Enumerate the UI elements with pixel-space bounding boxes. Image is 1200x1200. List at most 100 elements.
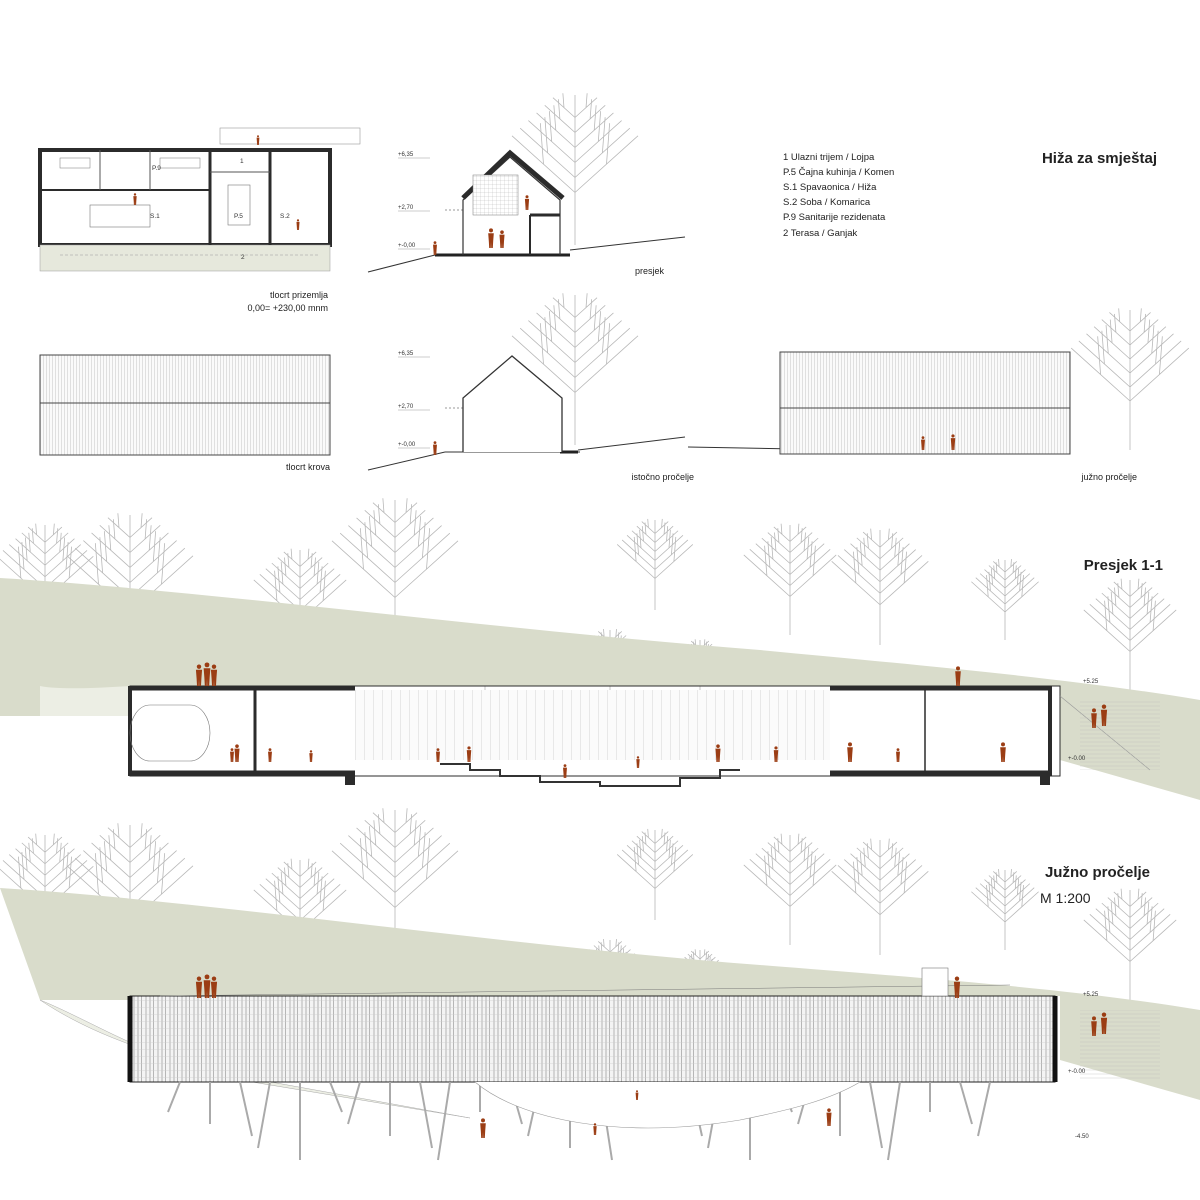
- scale-label: M 1:200: [1040, 890, 1091, 906]
- section-caption: presjek: [635, 266, 665, 276]
- legend-item: 1 Ulazni trijem / Lojpa: [783, 152, 875, 163]
- tree-icon: [511, 293, 639, 445]
- person-figure-icon: [203, 662, 211, 686]
- person-figure-icon: [499, 230, 505, 248]
- tree-icon: [971, 869, 1039, 950]
- tree-icon: [743, 833, 837, 945]
- person-figure-icon: [524, 195, 530, 210]
- person-figure-icon: [433, 441, 437, 455]
- person-figure-icon: [1100, 1012, 1108, 1034]
- person-figure-icon: [593, 1123, 597, 1135]
- person-figure-icon: [1100, 704, 1108, 726]
- person-figure-icon: [1000, 742, 1006, 762]
- person-figure-icon: [210, 664, 218, 686]
- tree-icon: [1070, 308, 1190, 450]
- person-figure-icon: [563, 764, 567, 778]
- person-figure-icon: [436, 748, 440, 762]
- east-level-top: +6,35: [398, 351, 414, 357]
- tree-icon: [831, 838, 929, 955]
- ground-floor-plan: P.9 S.1 P.5 S.2 1 2 tlocrt prizemlja 0,0…: [38, 127, 361, 313]
- ground-plan-datum: 0,00= +230,00 mnm: [247, 303, 328, 313]
- person-figure-icon: [773, 746, 779, 762]
- roof-plan-caption: tlocrt krova: [286, 462, 330, 472]
- legend-item: P.5 Čajna kuhinja / Komen: [783, 167, 894, 178]
- ground-plan-caption: tlocrt prizemlja: [270, 290, 328, 300]
- south-level-top: +5.25: [1083, 992, 1099, 998]
- hut-title: Hiža za smještaj: [1042, 150, 1157, 167]
- tree-icon: [331, 808, 459, 960]
- person-figure-icon: [230, 748, 234, 762]
- person-figure-icon: [234, 744, 240, 762]
- person-figure-icon: [210, 976, 218, 998]
- person-figure-icon: [296, 219, 300, 230]
- person-figure-icon: [133, 193, 137, 205]
- room-label-2: 2: [241, 254, 245, 261]
- person-figure-icon: [268, 748, 272, 762]
- tree-icon: [743, 523, 837, 635]
- hut-south-elevation-caption: južno pročelje: [1080, 472, 1137, 482]
- person-figure-icon: [955, 666, 961, 686]
- room-label-p9: P.9: [152, 165, 161, 172]
- person-figure-icon: [466, 746, 472, 762]
- person-figure-icon: [203, 974, 211, 998]
- person-figure-icon: [309, 750, 313, 762]
- person-figure-icon: [636, 756, 640, 768]
- section11-level-top: +5.25: [1083, 679, 1099, 685]
- terrain-elevation: [0, 888, 1200, 1100]
- tree-icon: [1083, 888, 1177, 1000]
- tree-icon: [1083, 578, 1177, 690]
- south-level-bottom: -4.50: [1075, 1134, 1089, 1140]
- legend-item: S.1 Spavaonica / Hiža: [783, 182, 877, 193]
- hut-section: +6,35 +2,70 +-0,00 presjek: [367, 149, 686, 276]
- person-figure-icon: [635, 1090, 639, 1100]
- tree-icon: [831, 528, 929, 645]
- person-figure-icon: [256, 135, 260, 145]
- person-figure-icon: [195, 664, 203, 686]
- section-level-mid: +2,70: [398, 205, 414, 211]
- tree-icon: [511, 93, 639, 245]
- person-figure-icon: [1091, 1016, 1097, 1036]
- hut-east-elevation: +6,35 +2,70 +-0,00 istočno pročelje: [367, 351, 694, 482]
- east-elevation-caption: istočno pročelje: [631, 472, 694, 482]
- legend-item: 2 Terasa / Ganjak: [783, 228, 858, 239]
- room-label-s2: S.2: [280, 213, 290, 220]
- person-figure-icon: [950, 434, 956, 450]
- room-label-p5: P.5: [234, 213, 243, 220]
- person-figure-icon: [1091, 708, 1097, 728]
- hut-south-elevation: južno pročelje: [687, 351, 1137, 482]
- tree-icon: [253, 858, 347, 970]
- section-level-top: +6,35: [398, 152, 414, 158]
- person-figure-icon: [847, 742, 853, 762]
- legend-item: S.2 Soba / Komarica: [783, 197, 871, 208]
- person-figure-icon: [896, 748, 900, 762]
- tree-layer: [0, 93, 1190, 1020]
- person-figure-icon: [195, 976, 203, 998]
- room-label-s1: S.1: [150, 213, 160, 220]
- roof-plan: tlocrt krova: [39, 354, 331, 472]
- figure-layer: [133, 135, 1108, 1138]
- south-level-zero: +-0.00: [1068, 1069, 1086, 1075]
- legend: Hiža za smještaj 1 Ulazni trijem / Lojpa…: [783, 150, 1157, 239]
- person-figure-icon: [433, 241, 437, 255]
- east-level-zero: +-0,00: [398, 442, 416, 448]
- person-figure-icon: [921, 436, 925, 450]
- section-level-zero: +-0,00: [398, 243, 416, 249]
- person-figure-icon: [480, 1118, 486, 1138]
- tree-icon: [331, 498, 459, 650]
- south-elevation: +5.25 +-0.00 -4.50 Južno pročelje M 1:20…: [0, 864, 1200, 1161]
- south-elevation-title: Južno pročelje: [1045, 864, 1150, 881]
- person-figure-icon: [826, 1108, 832, 1126]
- person-figure-icon: [715, 744, 721, 762]
- room-label-1: 1: [240, 158, 244, 165]
- person-figure-icon: [953, 976, 961, 998]
- tree-icon: [616, 828, 694, 920]
- person-figure-icon: [488, 228, 494, 248]
- east-level-mid: +2,70: [398, 404, 414, 410]
- tree-icon: [971, 559, 1039, 640]
- tree-icon: [616, 518, 694, 610]
- section11-title: Presjek 1-1: [1084, 557, 1163, 574]
- section11-level-zero: +-0.00: [1068, 756, 1086, 762]
- terrain-section: [0, 578, 1200, 800]
- legend-item: P.9 Sanitarije rezidenata: [783, 212, 886, 223]
